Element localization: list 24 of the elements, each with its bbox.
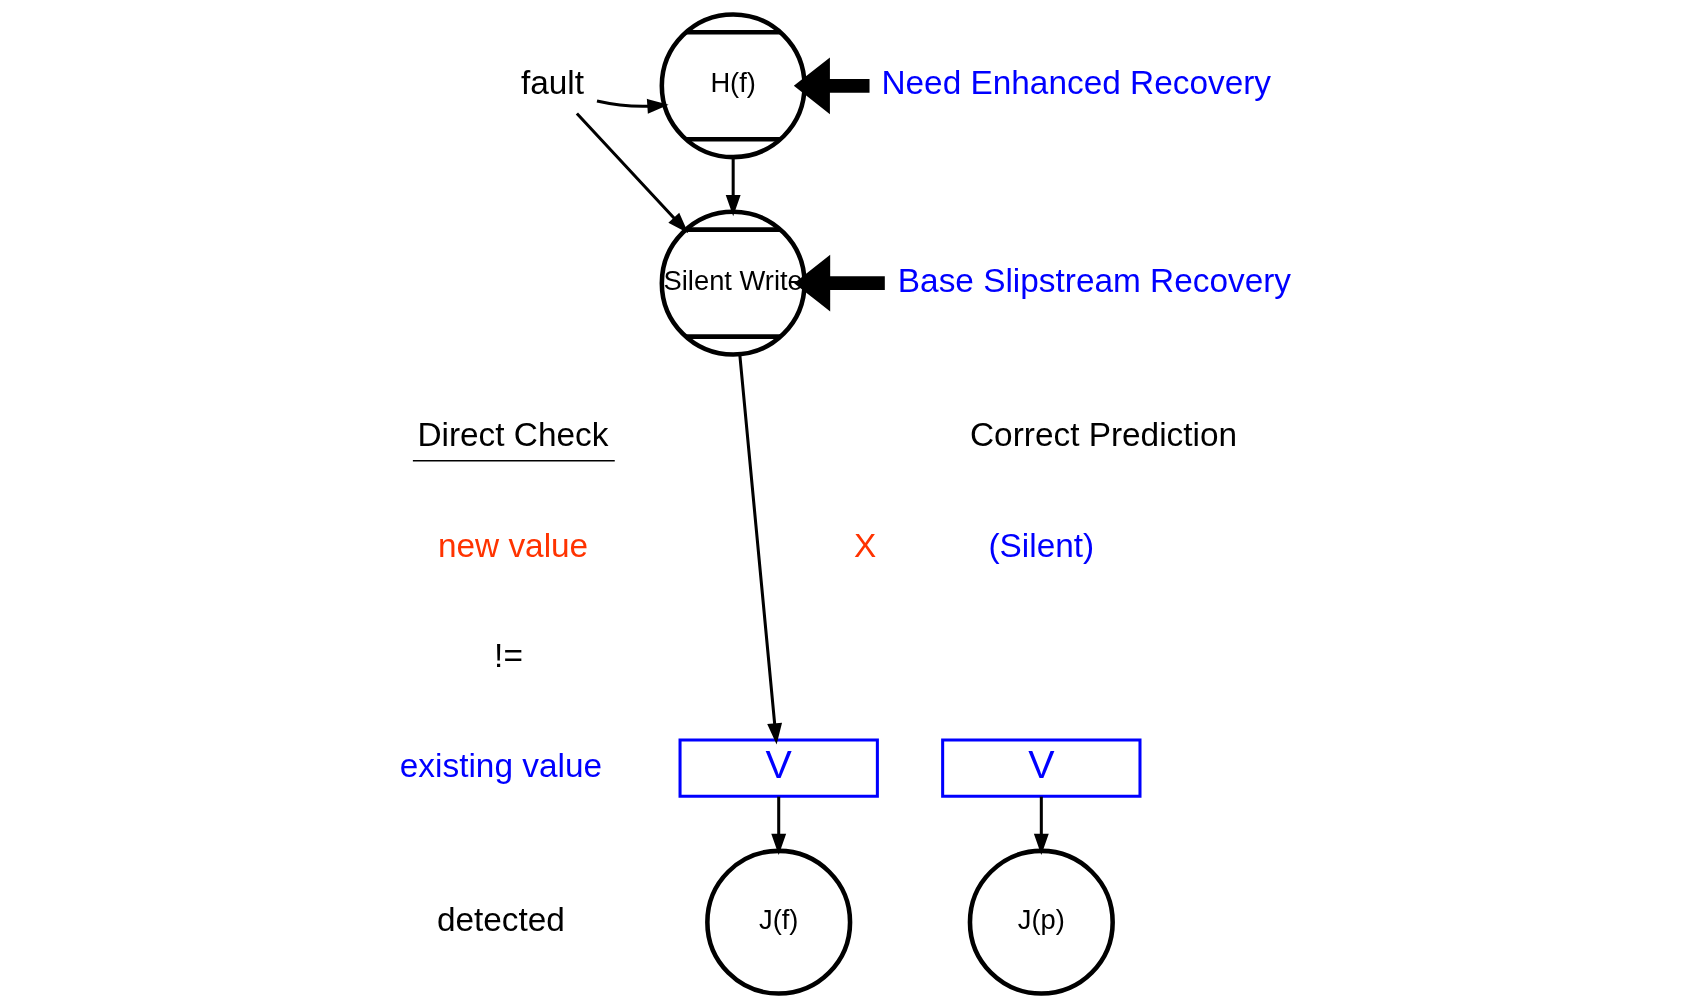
arrow [1033, 796, 1049, 856]
arrow [771, 796, 787, 856]
label: X [854, 527, 877, 565]
label: new value [437, 527, 589, 565]
label: Correct Prediction [970, 416, 1238, 454]
node-text: fault [520, 64, 585, 102]
label: existing value [399, 746, 603, 784]
node-text: Need Enhanced Recovery [881, 64, 1272, 102]
node-circle: J(f) [705, 848, 853, 996]
node-circle: J(p) [967, 848, 1115, 996]
arrow [793, 57, 870, 115]
arrow [794, 254, 885, 312]
arrow [725, 157, 741, 217]
node-box: V [678, 738, 879, 798]
arrow [575, 112, 689, 234]
node-text: Base Slipstream Recovery [897, 261, 1292, 299]
arrow [596, 98, 669, 114]
label: (Silent) [988, 527, 1095, 565]
node-box: V [941, 738, 1142, 798]
label: detected [436, 900, 565, 938]
node-circle: H(f) [659, 12, 807, 160]
label: Direct Check [417, 416, 609, 454]
label: != [494, 636, 523, 674]
arrow [738, 354, 783, 745]
